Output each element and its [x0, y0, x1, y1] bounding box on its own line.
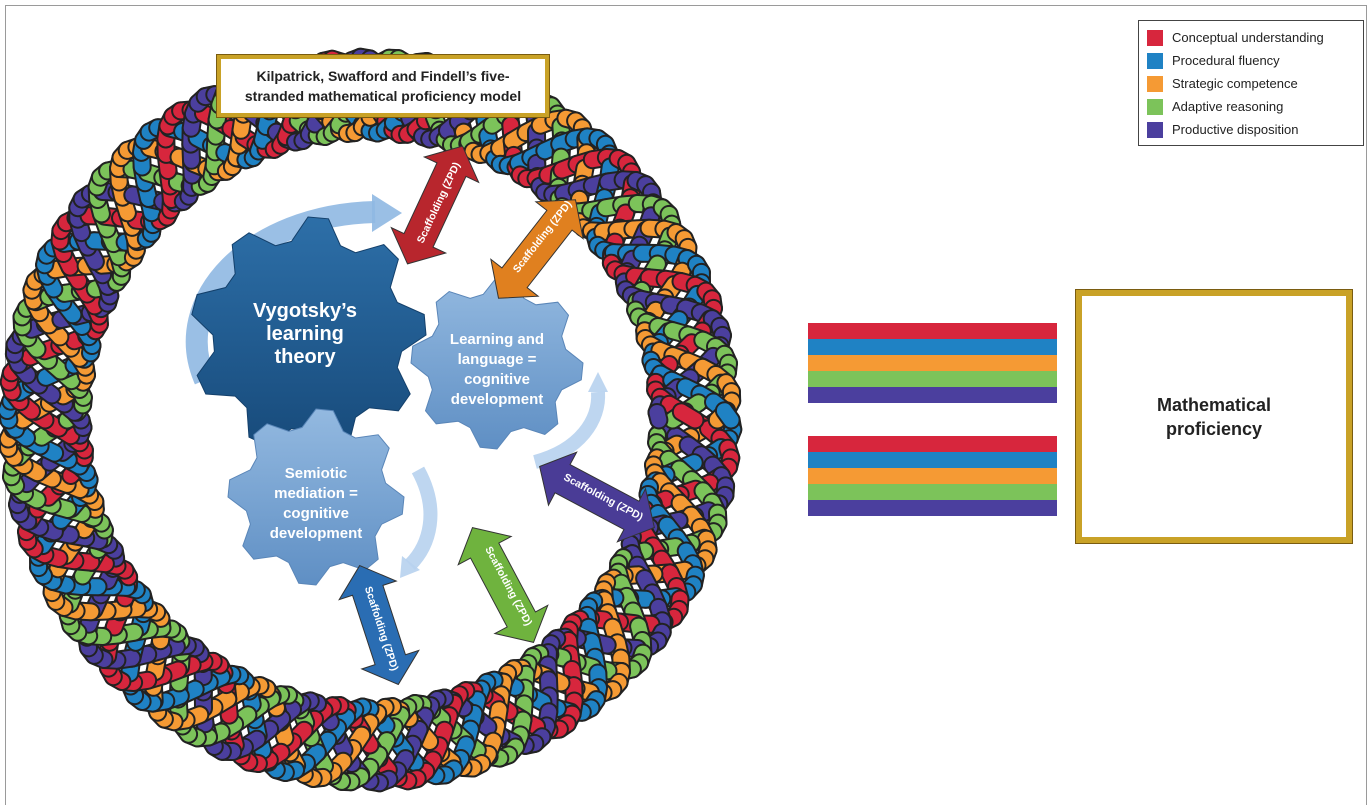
legend-label: Adaptive reasoning: [1172, 99, 1284, 114]
strand-bar-upper: [808, 355, 1057, 371]
legend-label: Strategic competence: [1172, 76, 1298, 91]
strand-bar-lower: [808, 500, 1057, 516]
gear-learning-language: [410, 276, 584, 450]
rotation-arrow-vygotsky: [185, 201, 376, 385]
legend-item-procedural: Procedural fluency: [1147, 49, 1355, 72]
braid-strand: [716, 403, 739, 428]
strand-bars: [808, 323, 1057, 516]
scaffolding-arrow-green: [457, 527, 549, 643]
legend-label: Procedural fluency: [1172, 53, 1280, 68]
strand-bar-upper: [808, 323, 1057, 339]
mathematical-proficiency-box: Mathematical proficiency: [1075, 289, 1353, 544]
strand-bar-lower: [808, 436, 1057, 452]
scaffolding-arrows: [338, 145, 655, 686]
scaffolding-arrow-orange: [490, 199, 584, 299]
legend-item-adaptive: Adaptive reasoning: [1147, 95, 1355, 118]
legend: Conceptual understanding Procedural flue…: [1138, 20, 1364, 146]
strand-bar-upper: [808, 387, 1057, 403]
legend-swatch: [1147, 29, 1163, 46]
legend-swatch: [1147, 98, 1163, 115]
strand-bar-lower: [808, 484, 1057, 500]
rotation-arrow-semiotic: [404, 466, 438, 570]
rotation-arrowhead-vygotsky: [372, 194, 402, 232]
model-title: Kilpatrick, Swafford and Findell’s five-…: [216, 54, 550, 118]
gears-group: [191, 216, 584, 586]
scaffolding-arrow-red: [390, 145, 480, 265]
strand-bar-lower: [808, 452, 1057, 468]
legend-item-strategic: Strategic competence: [1147, 72, 1355, 95]
gear-label-learning-language: Learning and language = cognitive develo…: [449, 331, 545, 408]
legend-label: Productive disposition: [1172, 122, 1299, 137]
rotation-arrows: [185, 194, 608, 578]
rotation-arrowhead-learning: [588, 372, 608, 392]
legend-swatch: [1147, 75, 1163, 92]
legend-item-conceptual: Conceptual understanding: [1147, 26, 1355, 49]
gear-semiotic-mediation: [227, 408, 405, 586]
scaffolding-arrow-blue: [338, 564, 420, 686]
braid-strand: [673, 404, 703, 428]
strand-bar-upper: [808, 339, 1057, 355]
gear-label-vygotsky: Vygotsky’s learning theory: [252, 300, 358, 368]
braided-ring: [0, 47, 743, 793]
scaffolding-arrow-purple: [539, 451, 655, 543]
legend-label: Conceptual understanding: [1172, 30, 1324, 45]
strand-bar-lower: [808, 468, 1057, 484]
braid-strand: [649, 405, 667, 428]
legend-item-productive: Productive disposition: [1147, 118, 1355, 141]
rotation-arrowhead-semiotic: [400, 556, 420, 578]
legend-swatch: [1147, 121, 1163, 138]
strand-bar-upper: [808, 371, 1057, 387]
legend-swatch: [1147, 52, 1163, 69]
rotation-arrow-learning: [533, 391, 606, 469]
gear-label-semiotic-mediation: Semiotic mediation = cognitive developme…: [269, 465, 363, 542]
